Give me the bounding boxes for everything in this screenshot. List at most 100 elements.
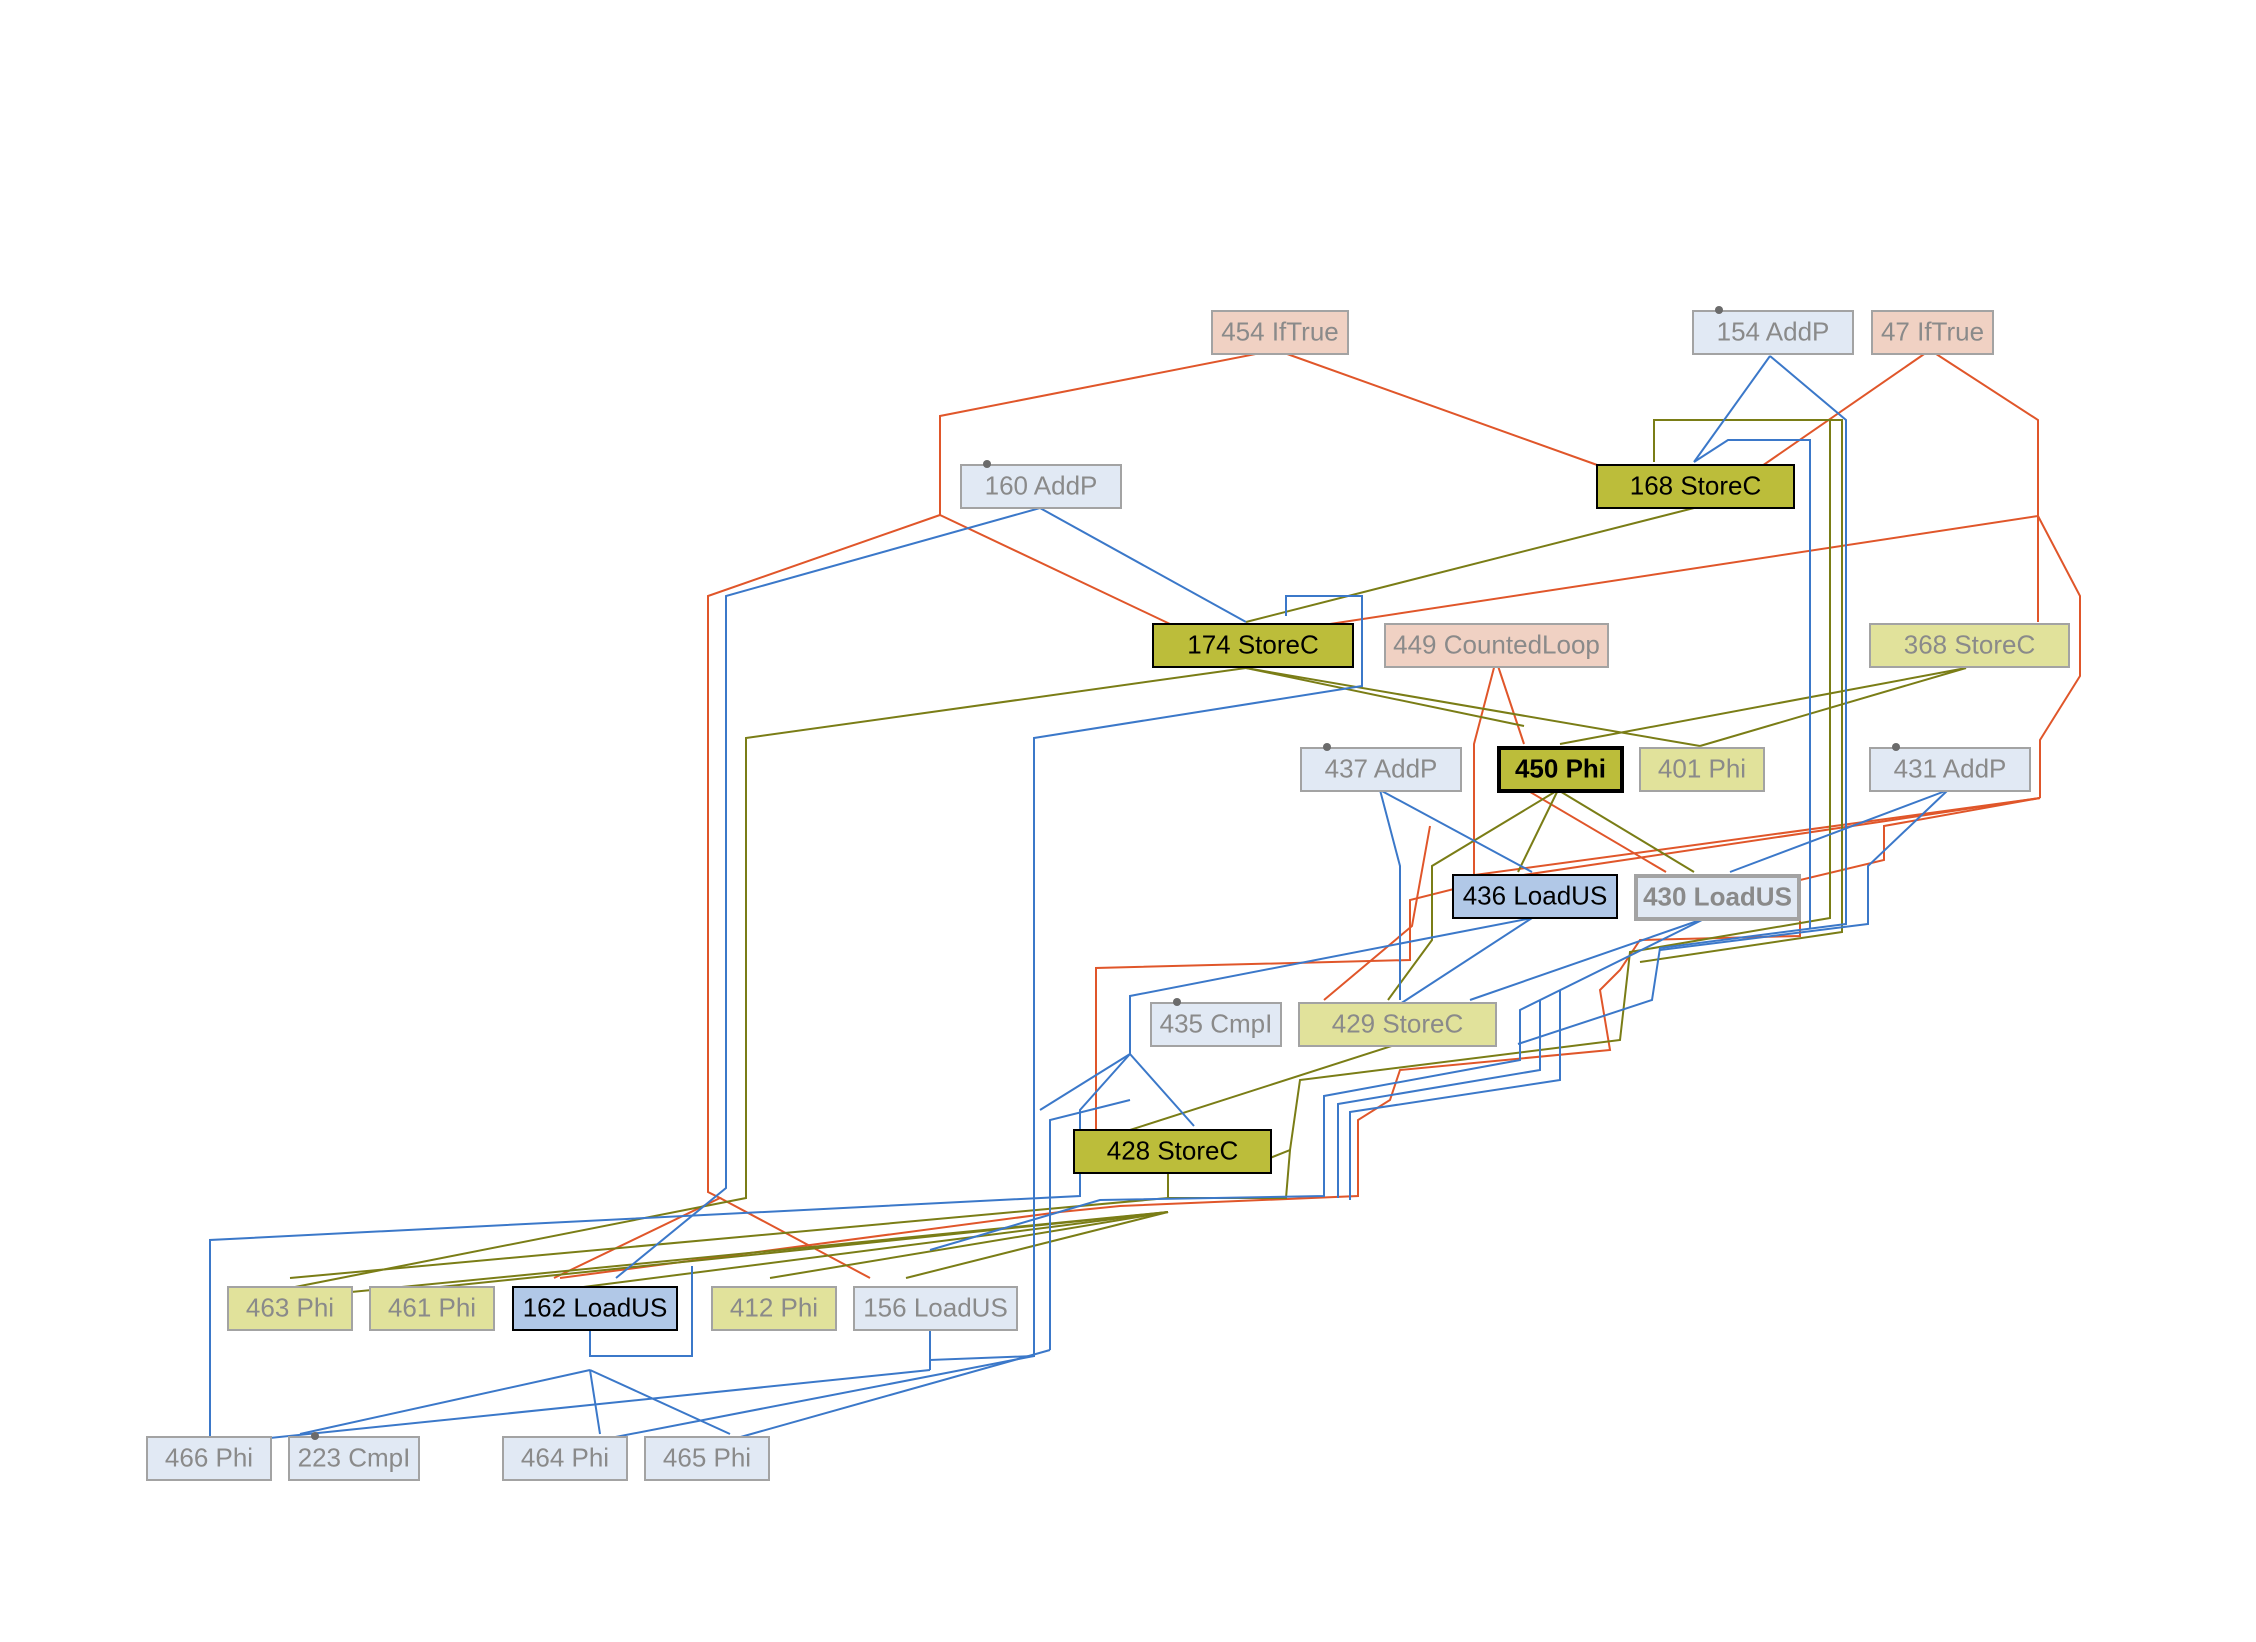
edge-47-to-431 [2037,515,2081,798]
memory-edges [289,419,1967,1297]
node-450[interactable]: 450 Phi [1497,746,1624,793]
node-marker-dot [1323,743,1331,751]
edge-449-to-450 [1495,659,1525,745]
node-box [711,1286,837,1331]
node-label: 368 StoreC [1904,629,2036,659]
edge-174-to-401 [1245,667,1701,747]
node-431[interactable]: 431 AddP [1869,743,2031,792]
edge-449-to-436 [1473,659,1497,876]
node-label: 156 LoadUS [863,1292,1008,1322]
node-label: 461 Phi [388,1292,476,1322]
data-edges [209,355,1949,1441]
edge-454-to-162 [553,514,941,1279]
node-174[interactable]: 174 StoreC [1152,623,1354,668]
edge-154-to-168 [1693,355,1771,463]
edge-168-to-174 [1245,507,1695,623]
graph-nodes: 454 IfTrue 154 AddP 47 IfTrue 160 AddP 168 S… [146,306,2070,1481]
node-label: 401 Phi [1658,753,1746,783]
node-box [1150,1002,1282,1047]
edge-431-to-right [1659,789,1949,951]
node-160[interactable]: 160 AddP [960,460,1122,509]
edge-430-fan [929,917,1707,1251]
node-label: 463 Phi [246,1292,334,1322]
node-box [227,1286,353,1331]
node-box [644,1436,770,1481]
node-label: 464 Phi [521,1442,609,1472]
node-464[interactable]: 464 Phi [502,1436,628,1481]
node-box [853,1286,1018,1331]
edge-428-to-463 [309,1211,1169,1297]
node-label: 429 StoreC [1332,1008,1464,1038]
node-label: 154 AddP [1717,316,1830,346]
node-box [1298,1002,1497,1047]
node-label: 412 Phi [730,1292,818,1322]
edge-437-to-436 [1379,789,1533,873]
node-label: 436 LoadUS [1463,880,1608,910]
node-label: 437 AddP [1325,753,1438,783]
node-box [960,464,1122,509]
edge-430-to-429 [1469,917,1707,1001]
node-223[interactable]: 223 CmpI [288,1432,420,1481]
node-436[interactable]: 436 LoadUS [1452,874,1618,919]
node-428[interactable]: 428 StoreC [1073,1129,1272,1174]
edge-168-self [1693,439,1811,928]
edge-162-to-466 [299,1369,591,1435]
edge-437-to-435 [1379,789,1401,1000]
node-label: 450 Phi [1515,753,1606,783]
node-label: 449 CountedLoop [1393,629,1600,659]
edge-436-to-435 [1129,917,1533,1127]
edge-431-to-430 [1729,789,1949,873]
edge-450-to-436 [1517,789,1559,873]
edge-429-to-428 [1129,1043,1399,1131]
node-463[interactable]: 463 Phi [227,1286,353,1331]
node-412[interactable]: 412 Phi [711,1286,837,1331]
node-154[interactable]: 154 AddP [1692,306,1854,355]
node-156[interactable]: 156 LoadUS [853,1286,1018,1331]
edge-47-to-428 [1095,797,2041,1130]
edge-160-to-162 [615,507,1041,1279]
node-465[interactable]: 465 Phi [644,1436,770,1481]
node-466[interactable]: 466 Phi [146,1436,272,1481]
node-marker-dot [311,1432,319,1440]
node-162[interactable]: 162 LoadUS [512,1286,678,1331]
node-box [1871,310,1994,355]
node-label: 174 StoreC [1187,629,1319,659]
control-edges [553,349,2081,1279]
edge-428-to-412 [769,1211,1169,1279]
edge-174-to-463 [289,667,1247,1289]
edge-449-to-429 [1323,825,1431,1001]
node-label: 430 LoadUS [1643,881,1792,911]
edge-156-to-223 [249,1369,931,1441]
edge-162-to-464 [589,1369,601,1435]
edge-174-to-450 [1245,667,1525,727]
edge-174-box [929,595,1363,1362]
node-box [1869,747,2031,792]
node-label: 465 Phi [663,1442,751,1472]
node-429[interactable]: 429 StoreC [1298,1002,1497,1047]
node-label: 47 IfTrue [1881,316,1984,346]
node-box [1073,1129,1272,1174]
edge-454-to-168 [1275,349,1601,467]
node-47[interactable]: 47 IfTrue [1871,310,1994,355]
node-401[interactable]: 401 Phi [1639,747,1765,792]
edge-436-to-429 [1399,917,1533,1005]
node-435[interactable]: 435 CmpI [1150,998,1282,1047]
node-461[interactable]: 461 Phi [369,1286,495,1331]
edge-450-to-429 [1387,789,1559,1001]
node-168[interactable]: 168 StoreC [1596,464,1795,509]
node-label: 431 AddP [1894,753,2007,783]
node-454[interactable]: 454 IfTrue [1211,310,1349,355]
edge-368-to-450 [1559,667,1967,745]
node-box [1211,310,1349,355]
node-label: 168 StoreC [1630,470,1762,500]
node-437[interactable]: 437 AddP [1300,743,1462,792]
node-449[interactable]: 449 CountedLoop [1384,623,1609,668]
node-368[interactable]: 368 StoreC [1869,623,2070,668]
edge-430-fan-3 [1349,990,1561,1200]
node-box [1869,623,2070,668]
edge-368-to-401 [1699,667,1967,747]
node-430[interactable]: 430 LoadUS [1634,874,1801,921]
edge-156-col [1049,1099,1131,1350]
graph-edges [209,349,2081,1441]
